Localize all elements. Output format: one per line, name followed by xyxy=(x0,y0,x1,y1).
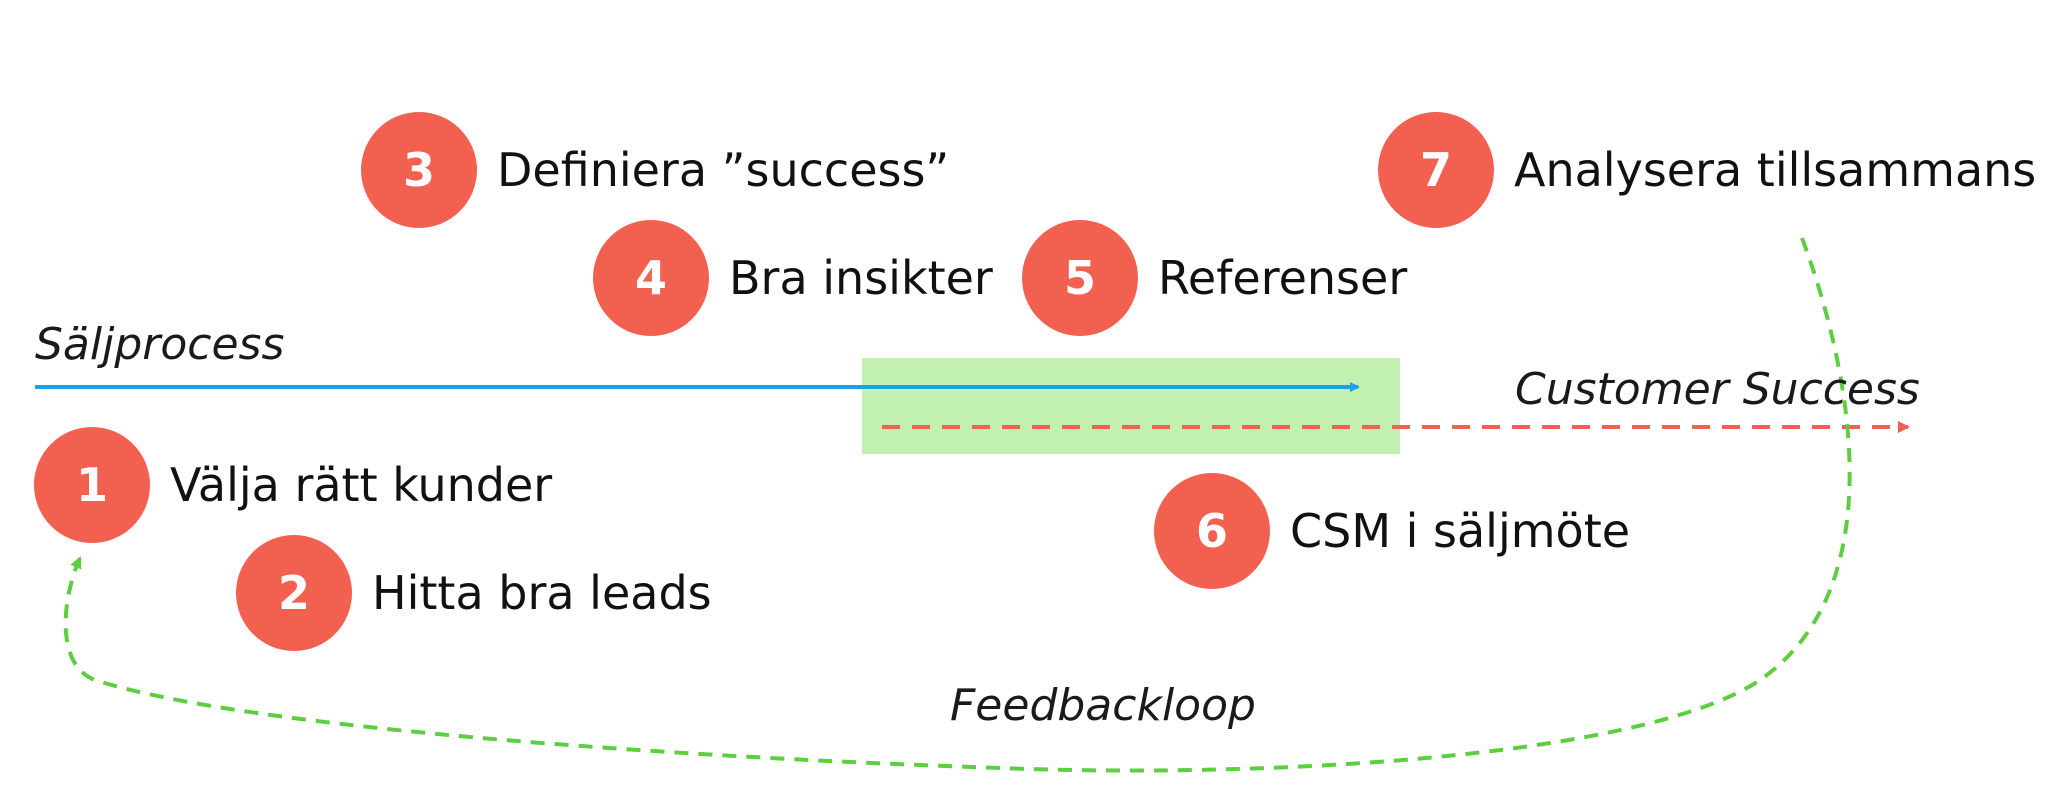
step-4: 4 Bra insikter xyxy=(593,220,993,336)
step-number-badge: 3 xyxy=(361,112,477,228)
step-number-badge: 6 xyxy=(1154,473,1270,589)
overlap-highlight xyxy=(862,358,1400,454)
step-3: 3 Definiera ”success” xyxy=(361,112,949,228)
step-1: 1 Välja rätt kunder xyxy=(34,427,552,543)
step-label: Välja rätt kunder xyxy=(170,458,553,512)
step-2: 2 Hitta bra leads xyxy=(236,535,712,651)
step-number-badge: 2 xyxy=(236,535,352,651)
step-number-badge: 1 xyxy=(34,427,150,543)
step-number-badge: 5 xyxy=(1022,220,1138,336)
step-number-badge: 7 xyxy=(1378,112,1494,228)
feedback-loop-label: Feedbackloop xyxy=(950,680,1256,731)
step-label: Referenser xyxy=(1158,251,1408,305)
step-label: Bra insikter xyxy=(729,251,993,305)
feedback-loop-arrow xyxy=(63,237,1852,773)
step-6: 6 CSM i säljmöte xyxy=(1154,473,1630,589)
sales-process-label: Säljprocess xyxy=(35,319,285,370)
step-7: 7 Analysera tillsammans xyxy=(1378,112,2036,228)
step-label: Definiera ”success” xyxy=(497,143,950,197)
step-label: Analysera tillsammans xyxy=(1514,143,2037,197)
customer-success-label: Customer Success xyxy=(1515,364,1920,415)
step-label: Hitta bra leads xyxy=(372,566,712,620)
step-5: 5 Referenser xyxy=(1022,220,1407,336)
step-number-badge: 4 xyxy=(593,220,709,336)
step-label: CSM i säljmöte xyxy=(1290,504,1631,558)
